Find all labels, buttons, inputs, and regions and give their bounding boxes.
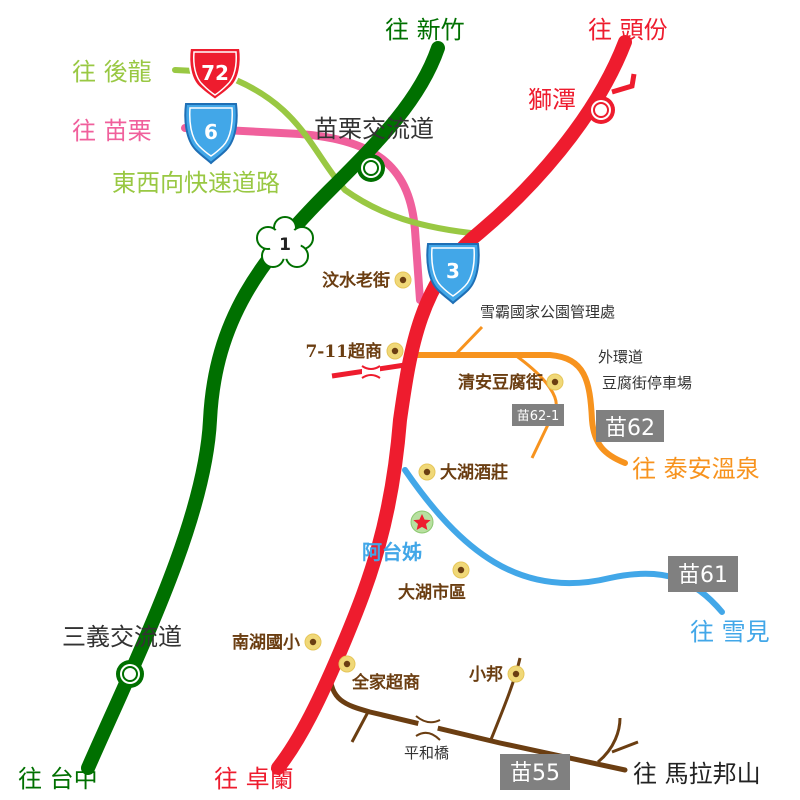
- poi-dot-center: [309, 276, 559, 678]
- atai-star-icon: [410, 510, 434, 534]
- poi-atai: 阿台姊: [362, 540, 422, 564]
- route-62-1-badge-text: 苗62-1: [517, 409, 560, 424]
- pinghe-bridge-mark: [415, 715, 441, 741]
- route-62-badge: [596, 410, 664, 442]
- route-55-branch-1: [350, 711, 370, 743]
- highway-72-road: [172, 67, 483, 237]
- poi-nanhu-school: 南湖國小: [232, 632, 300, 653]
- route-62-road: [407, 352, 628, 466]
- poi-wenshui: 汶水老街: [322, 270, 390, 291]
- highway-72-number: 72: [201, 61, 229, 85]
- dir-miaoli: 往 苗栗: [72, 117, 152, 145]
- route-61-badge-text: 苗61: [678, 563, 728, 588]
- poi-dahu-winery: 大湖酒莊: [440, 462, 508, 483]
- sanyi-interchange-marker: [116, 660, 144, 688]
- poi-familymart: 全家超商: [351, 672, 420, 693]
- shitan-marker: [587, 96, 615, 124]
- shitan-label: 獅潭: [528, 86, 576, 114]
- bridge-mark: [361, 365, 381, 379]
- highway-1-number: 1: [279, 235, 291, 255]
- note-ring-road: 外環道: [598, 348, 643, 366]
- route-62-1-badge: [512, 404, 564, 426]
- highway-1-shield: 1: [256, 216, 314, 268]
- note-tofu-parking: 豆腐街停車場: [602, 374, 692, 392]
- dir-toufen: 往 頭份: [588, 16, 668, 44]
- route-61-badge: [668, 556, 738, 592]
- dir-xinzhu: 往 新竹: [385, 16, 465, 44]
- route-62-branch-north: [453, 325, 484, 357]
- highway-6-shield: 6: [184, 103, 238, 165]
- route-62-badge-text: 苗62: [605, 416, 655, 441]
- dir-xuejian: 往 雪見: [690, 618, 770, 646]
- poi-qingan: 清安豆腐街: [458, 372, 543, 393]
- dir-malabang: 往 馬拉邦山: [633, 760, 761, 788]
- dir-houlong: 往 後龍: [72, 58, 152, 86]
- sanyi-interchange-label: 三義交流道: [62, 623, 182, 651]
- poi-xiaobang: 小邦: [469, 664, 503, 685]
- poi-dahu-market: 大湖市區: [398, 582, 466, 603]
- route-55-badge: [500, 754, 570, 790]
- route-55-badge-text: 苗55: [510, 761, 560, 786]
- route-55-branch-3: [597, 717, 622, 764]
- dir-zhuolan: 往 卓蘭: [214, 765, 294, 793]
- highway-72-shield: 72: [188, 47, 242, 102]
- poi-seven-eleven: 7-11超商: [305, 341, 382, 362]
- highway-3-road: [271, 35, 632, 775]
- poi-dot: [304, 271, 564, 683]
- toufen-connector: [611, 73, 637, 95]
- route-55-branch-2: [488, 657, 522, 743]
- dir-taian: 往 泰安溫泉: [632, 455, 760, 483]
- highway-1-road: [81, 41, 445, 775]
- highway-6-road: [181, 124, 424, 304]
- note-sheipa: 雪霸國家公園管理處: [480, 303, 615, 321]
- miaoli-interchange-label: 苗栗交流道: [314, 115, 434, 143]
- highway-3-number: 3: [446, 259, 460, 283]
- note-pinghe-bridge: 平和橋: [404, 744, 449, 762]
- highway-6-number: 6: [204, 120, 218, 144]
- miaoli-interchange-marker: [357, 154, 385, 182]
- route-55-branch-4: [611, 740, 639, 754]
- expressway-label: 東西向快速道路: [112, 169, 280, 197]
- highway-3-shield: 3: [426, 243, 480, 305]
- dir-taichung: 往 台中: [18, 765, 98, 793]
